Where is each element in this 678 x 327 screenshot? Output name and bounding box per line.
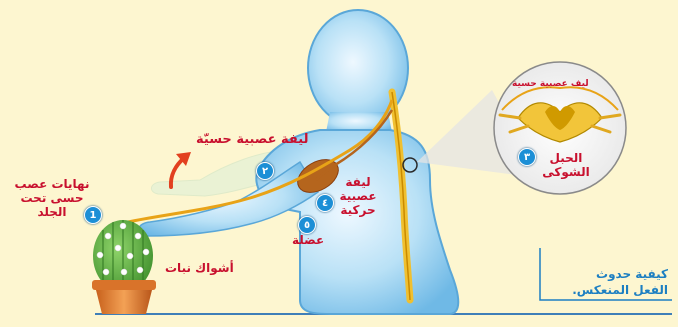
badge-3: ٣ [518, 148, 536, 166]
badge-4: ٤ [316, 194, 334, 212]
label-muscle: عضلة [292, 234, 324, 248]
label-spinal-cord: الحبل الشوكى [542, 152, 590, 180]
caption-line-1: كيفية حدوث [548, 266, 668, 282]
badge-2: ٢ [256, 162, 274, 180]
label-motor-fiber: ليفة عصبية حركية [330, 176, 386, 217]
flower-pot [92, 280, 156, 314]
label-sensory-fiber-inset: ليف عصبية حسية [512, 79, 589, 89]
badge-5: ٥ [298, 216, 316, 234]
figure-caption: كيفية حدوث الفعل المنعكس. [548, 266, 668, 298]
label-sensory-fiber-arm: ليفة عصبية حسيّة [196, 133, 308, 148]
label-plant-thorns: أشواك نبات [165, 262, 234, 276]
caption-line-2: الفعل المنعكس. [548, 282, 668, 298]
badge-1: 1 [84, 206, 102, 224]
